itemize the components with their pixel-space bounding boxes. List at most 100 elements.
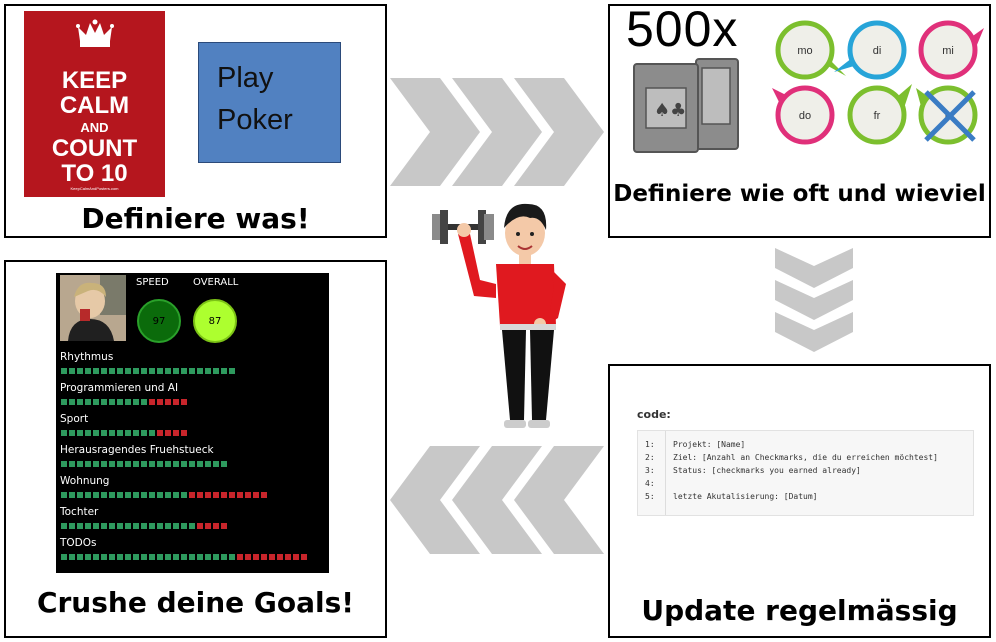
panel-update: code: 1:Projekt: [Name]2:Ziel: [Anzahl a…	[608, 364, 991, 638]
progress-cell-done	[156, 460, 164, 468]
progress-cell-done	[188, 553, 196, 561]
progress-cell-done	[76, 429, 84, 437]
progress-cell-done	[68, 491, 76, 499]
code-line-text: Status: [checkmarks you earned already]	[673, 466, 861, 475]
code-line-text: Ziel: [Anzahl an Checkmarks, die du erre…	[673, 453, 938, 462]
code-line-number: 5:	[645, 492, 655, 501]
progress-cell-done	[172, 553, 180, 561]
progress-cell-done	[68, 429, 76, 437]
day-mo: mo	[797, 45, 812, 57]
progress-cell-done	[76, 367, 84, 375]
progress-cell-done	[76, 522, 84, 530]
chevron-right-icon	[452, 78, 542, 186]
progress-cell-done	[60, 491, 68, 499]
panel-define-what: KEEP CALM AND COUNT TO 10 KeepCalmAndPos…	[4, 4, 387, 238]
progress-cell-done	[164, 367, 172, 375]
progress-cell-done	[68, 460, 76, 468]
progress-cell-open	[164, 429, 172, 437]
progress-cell-done	[140, 553, 148, 561]
progress-cell-open	[252, 491, 260, 499]
progress-cell-done	[180, 522, 188, 530]
progress-cell-done	[140, 367, 148, 375]
progress-cell-done	[100, 367, 108, 375]
progress-cell-open	[220, 491, 228, 499]
chevron-down-icon	[775, 280, 853, 320]
progress-cell-done	[124, 398, 132, 406]
progress-cell-open	[180, 429, 188, 437]
chevron-down-icon	[775, 312, 853, 352]
play-poker-line1: Play	[217, 62, 274, 94]
progress-cell-done	[148, 522, 156, 530]
goal-progress-bar	[60, 553, 308, 561]
progress-cell-open	[156, 398, 164, 406]
progress-cell-done	[68, 553, 76, 561]
chevron-right-icon	[390, 78, 480, 186]
progress-cell-done	[108, 460, 116, 468]
progress-cell-done	[156, 553, 164, 561]
progress-cell-done	[100, 460, 108, 468]
progress-cell-done	[140, 429, 148, 437]
progress-cell-open	[300, 553, 308, 561]
progress-cell-done	[116, 491, 124, 499]
progress-cell-done	[84, 553, 92, 561]
progress-cell-open	[212, 522, 220, 530]
progress-cell-done	[204, 367, 212, 375]
overall-label: OVERALL	[193, 277, 239, 288]
progress-cell-done	[108, 553, 116, 561]
goal-progress-bar	[60, 429, 188, 437]
goal-category-label: Herausragendes Fruehstueck	[60, 444, 214, 456]
progress-cell-done	[84, 367, 92, 375]
progress-cell-done	[212, 553, 220, 561]
progress-cell-done	[220, 460, 228, 468]
poster-line-count: COUNT	[51, 135, 138, 162]
progress-cell-done	[180, 460, 188, 468]
weekday-bubbles: mo di mi do fr o	[772, 20, 984, 145]
speed-score-circle: 97	[137, 299, 181, 343]
panel-define-how: 500x ♠♣ mo di mi do	[608, 1, 991, 238]
progress-cell-done	[84, 460, 92, 468]
progress-cell-done	[68, 367, 76, 375]
bubble-crossed: o	[916, 85, 978, 145]
progress-cell-done	[220, 553, 228, 561]
progress-cell-done	[172, 460, 180, 468]
progress-cell-done	[60, 460, 68, 468]
progress-cell-open	[244, 553, 252, 561]
progress-cell-done	[116, 522, 124, 530]
poster-line-keep: KEEP	[61, 67, 128, 94]
progress-cell-open	[164, 398, 172, 406]
progress-cell-done	[92, 367, 100, 375]
progress-cell-done	[156, 522, 164, 530]
goal-progress-bar	[60, 460, 228, 468]
progress-cell-done	[148, 460, 156, 468]
progress-cell-done	[124, 429, 132, 437]
progress-cell-done	[84, 491, 92, 499]
chevron-left-icon	[390, 446, 480, 554]
progress-cell-done	[116, 429, 124, 437]
progress-cell-open	[196, 491, 204, 499]
progress-cell-open	[204, 522, 212, 530]
progress-cell-open	[276, 553, 284, 561]
goal-progress-bar	[60, 522, 228, 530]
progress-cell-done	[188, 367, 196, 375]
progress-cell-done	[60, 553, 68, 561]
progress-cell-done	[196, 367, 204, 375]
progress-cell-open	[236, 553, 244, 561]
progress-cell-done	[164, 460, 172, 468]
progress-cell-done	[148, 429, 156, 437]
day-do: do	[799, 110, 811, 122]
progress-cell-open	[180, 398, 188, 406]
progress-cell-done	[132, 460, 140, 468]
progress-cell-done	[204, 553, 212, 561]
progress-cell-done	[180, 553, 188, 561]
progress-cell-done	[140, 460, 148, 468]
code-block: 1:Projekt: [Name]2:Ziel: [Anzahl an Chec…	[637, 430, 974, 516]
progress-cell-done	[124, 553, 132, 561]
goal-category-label: Rhythmus	[60, 351, 114, 363]
progress-cell-done	[124, 460, 132, 468]
progress-cell-done	[212, 460, 220, 468]
progress-cell-open	[148, 398, 156, 406]
bubble-mi: mi	[918, 20, 984, 80]
code-line-number: 4:	[645, 479, 655, 488]
progress-cell-done	[164, 491, 172, 499]
chevron-left-icon	[452, 446, 542, 554]
